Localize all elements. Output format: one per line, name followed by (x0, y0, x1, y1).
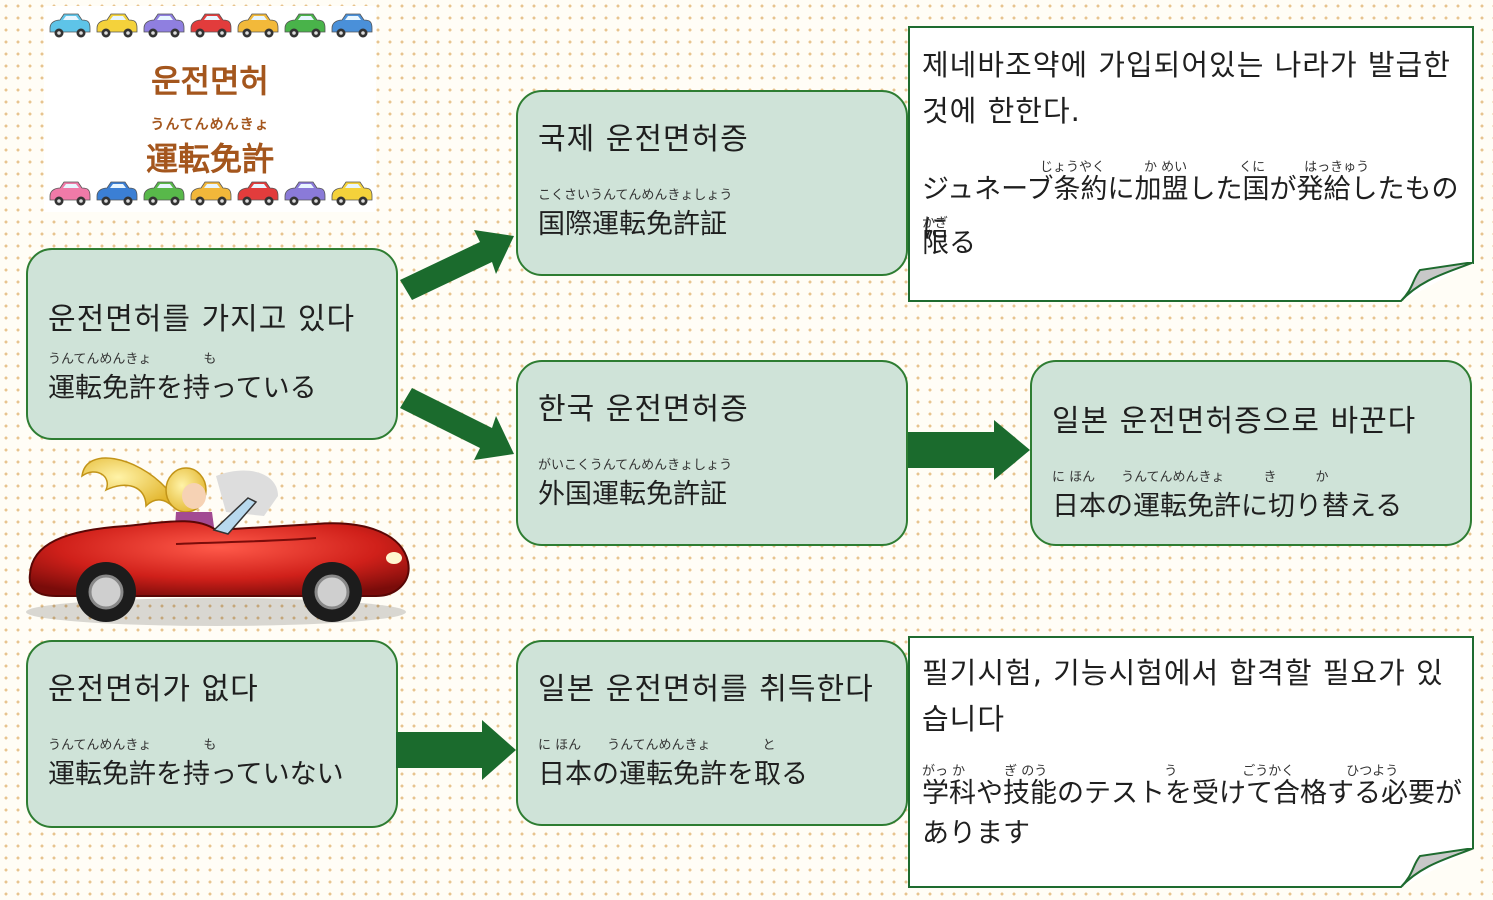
box-international-japanese: 国際運転免許証 (538, 209, 727, 240)
box-korean-korean: 한국 운전면허증 (538, 392, 749, 427)
box-korean-license: 한국 운전면허증 がいこくうんてんめんきょしょう 外国運転免許証 (516, 360, 908, 546)
box-obtain-ruby: に ほん うんてんめんきょ と (538, 738, 776, 753)
note-geneva-japanese-1: ジュネーブ条約に加盟した国が発給したものに (922, 174, 1459, 245)
box-no-license: 운전면허가 없다 うんてんめんきょ も 運転免許を持っていない (26, 640, 398, 828)
box-have-license-korean: 운전면허를 가지고 있다 (48, 302, 356, 337)
page-curl-icon (1400, 848, 1474, 888)
car-icon (143, 181, 185, 206)
note-geneva-ruby-2: かぎ (922, 216, 949, 231)
box-obtain-license: 일본 운전면허를 취득한다 に ほん うんてんめんきょ と 日本の運転免許を取る (516, 640, 908, 826)
red-convertible-car-illustration (26, 457, 410, 626)
box-international-license: 국제 운전면허증 こくさいうんてんめんきょしょう 国際運転免許証 (516, 90, 908, 276)
box-korean-ruby: がいこくうんてんめんきょしょう (538, 458, 733, 473)
car-icon (190, 181, 232, 206)
box-convert-korean: 일본 운전면허증으로 바꾼다 (1052, 404, 1417, 439)
arrow-to-international (400, 230, 514, 300)
car-icon (190, 13, 232, 38)
car-icon (143, 13, 185, 38)
note-geneva-japanese-2: 限る (922, 228, 976, 259)
box-have-license: 운전면허를 가지고 있다 うんてんめんきょ も 運転免許を持っている (26, 248, 398, 440)
box-korean-japanese: 外国運転免許証 (538, 479, 727, 510)
car-row-top (49, 13, 373, 38)
note-exam-japanese: 学科や技能のテストを受けて合格する必要があります (922, 778, 1462, 849)
note-geneva: 제네바조약에 가입되어있는 나라가 발급한 것에 한한다. じょうやく か めい… (908, 26, 1474, 302)
page-curl-icon (1400, 262, 1474, 302)
car-icon (96, 181, 138, 206)
car-icon (237, 13, 279, 38)
note-exam-ruby: がっ か ぎ のう う ごうかく ひつよう (922, 764, 1399, 779)
box-have-license-ruby: うんてんめんきょ も (48, 352, 217, 367)
note-exam: 필기시험, 기능시험에서 합격할 필요가 있습니다 がっ か ぎ のう う ごう… (908, 636, 1474, 888)
car-icon (284, 13, 326, 38)
car-icon (96, 13, 138, 38)
car-icon (331, 13, 373, 38)
car-icon (331, 181, 373, 206)
title-japanese: 運転免許 (145, 140, 274, 178)
box-no-license-ruby: うんてんめんきょ も (48, 738, 217, 753)
title-card: 운전면허 うんてんめんきょ 運転免許 (44, 6, 376, 212)
arrow-to-convert (908, 420, 1030, 480)
title-korean: 운전면허 (151, 62, 269, 100)
arrow-to-korean (400, 388, 514, 460)
note-exam-korean: 필기시험, 기능시험에서 합격할 필요가 있습니다 (922, 656, 1444, 736)
box-convert-license: 일본 운전면허증으로 바꾼다 に ほん うんてんめんきょ き か 日本の運転免許… (1030, 360, 1472, 546)
car-row-bottom (49, 181, 373, 206)
box-obtain-japanese: 日本の運転免許を取る (538, 759, 808, 790)
box-obtain-korean: 일본 운전면허를 취득한다 (538, 672, 874, 707)
box-convert-japanese: 日本の運転免許に切り替える (1052, 491, 1403, 522)
note-geneva-ruby-1: じょうやく か めい くに はっきゅう (1040, 160, 1370, 175)
car-icon (49, 181, 91, 206)
box-no-license-japanese: 運転免許を持っていない (48, 759, 344, 790)
car-icon (49, 13, 91, 38)
arrow-to-obtain (396, 720, 516, 780)
note-geneva-korean: 제네바조약에 가입되어있는 나라가 발급한 것에 한한다. (922, 48, 1451, 128)
box-international-ruby: こくさいうんてんめんきょしょう (538, 188, 733, 203)
box-convert-ruby: に ほん うんてんめんきょ き か (1052, 470, 1329, 485)
box-have-license-japanese: 運転免許を持っている (48, 373, 317, 404)
box-international-korean: 국제 운전면허증 (538, 122, 749, 157)
car-icon (237, 181, 279, 206)
car-icon (284, 181, 326, 206)
title-ruby: うんてんめんきょ (150, 117, 270, 133)
box-no-license-korean: 운전면허가 없다 (48, 672, 259, 707)
